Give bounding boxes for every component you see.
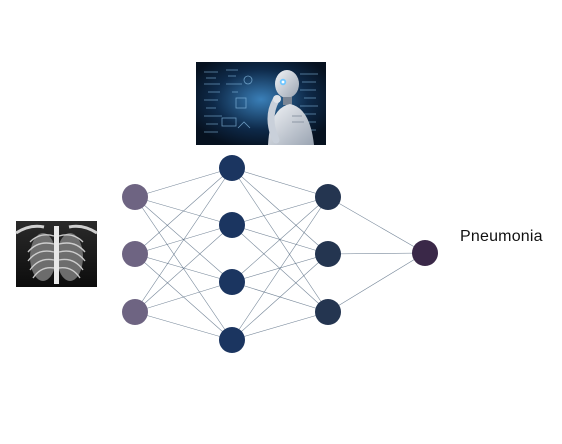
connection-line [135,168,232,197]
connection-line [328,253,425,254]
hidden-layer-1-node [219,327,245,353]
connection-line [232,168,328,312]
input-layer-node [122,299,148,325]
connection-line [232,197,328,225]
connection-line [232,197,328,340]
network-nodes [122,155,438,353]
connection-line [232,168,328,197]
hidden-layer-2-node [315,184,341,210]
hidden-layer-2-node [315,299,341,325]
connection-line [135,312,232,340]
hidden-layer-2-node [315,241,341,267]
connection-line [232,254,328,340]
network-connections [135,168,425,340]
hidden-layer-1-node [219,212,245,238]
chest-xray-image [16,221,97,287]
hidden-layer-1-node [219,269,245,295]
connection-line [135,168,232,254]
connection-line [135,282,232,312]
connection-line [135,225,232,312]
ai-robot-image [196,62,326,145]
connection-line [328,253,425,312]
connection-line [328,197,425,253]
input-layer-node [122,241,148,267]
output-layer-node [412,240,438,266]
connection-line [232,197,328,282]
output-label-pneumonia: Pneumonia [460,228,543,246]
hidden-layer-1-node [219,155,245,181]
connection-line [135,168,232,312]
connection-line [135,254,232,282]
input-layer-node [122,184,148,210]
connection-line [232,312,328,340]
